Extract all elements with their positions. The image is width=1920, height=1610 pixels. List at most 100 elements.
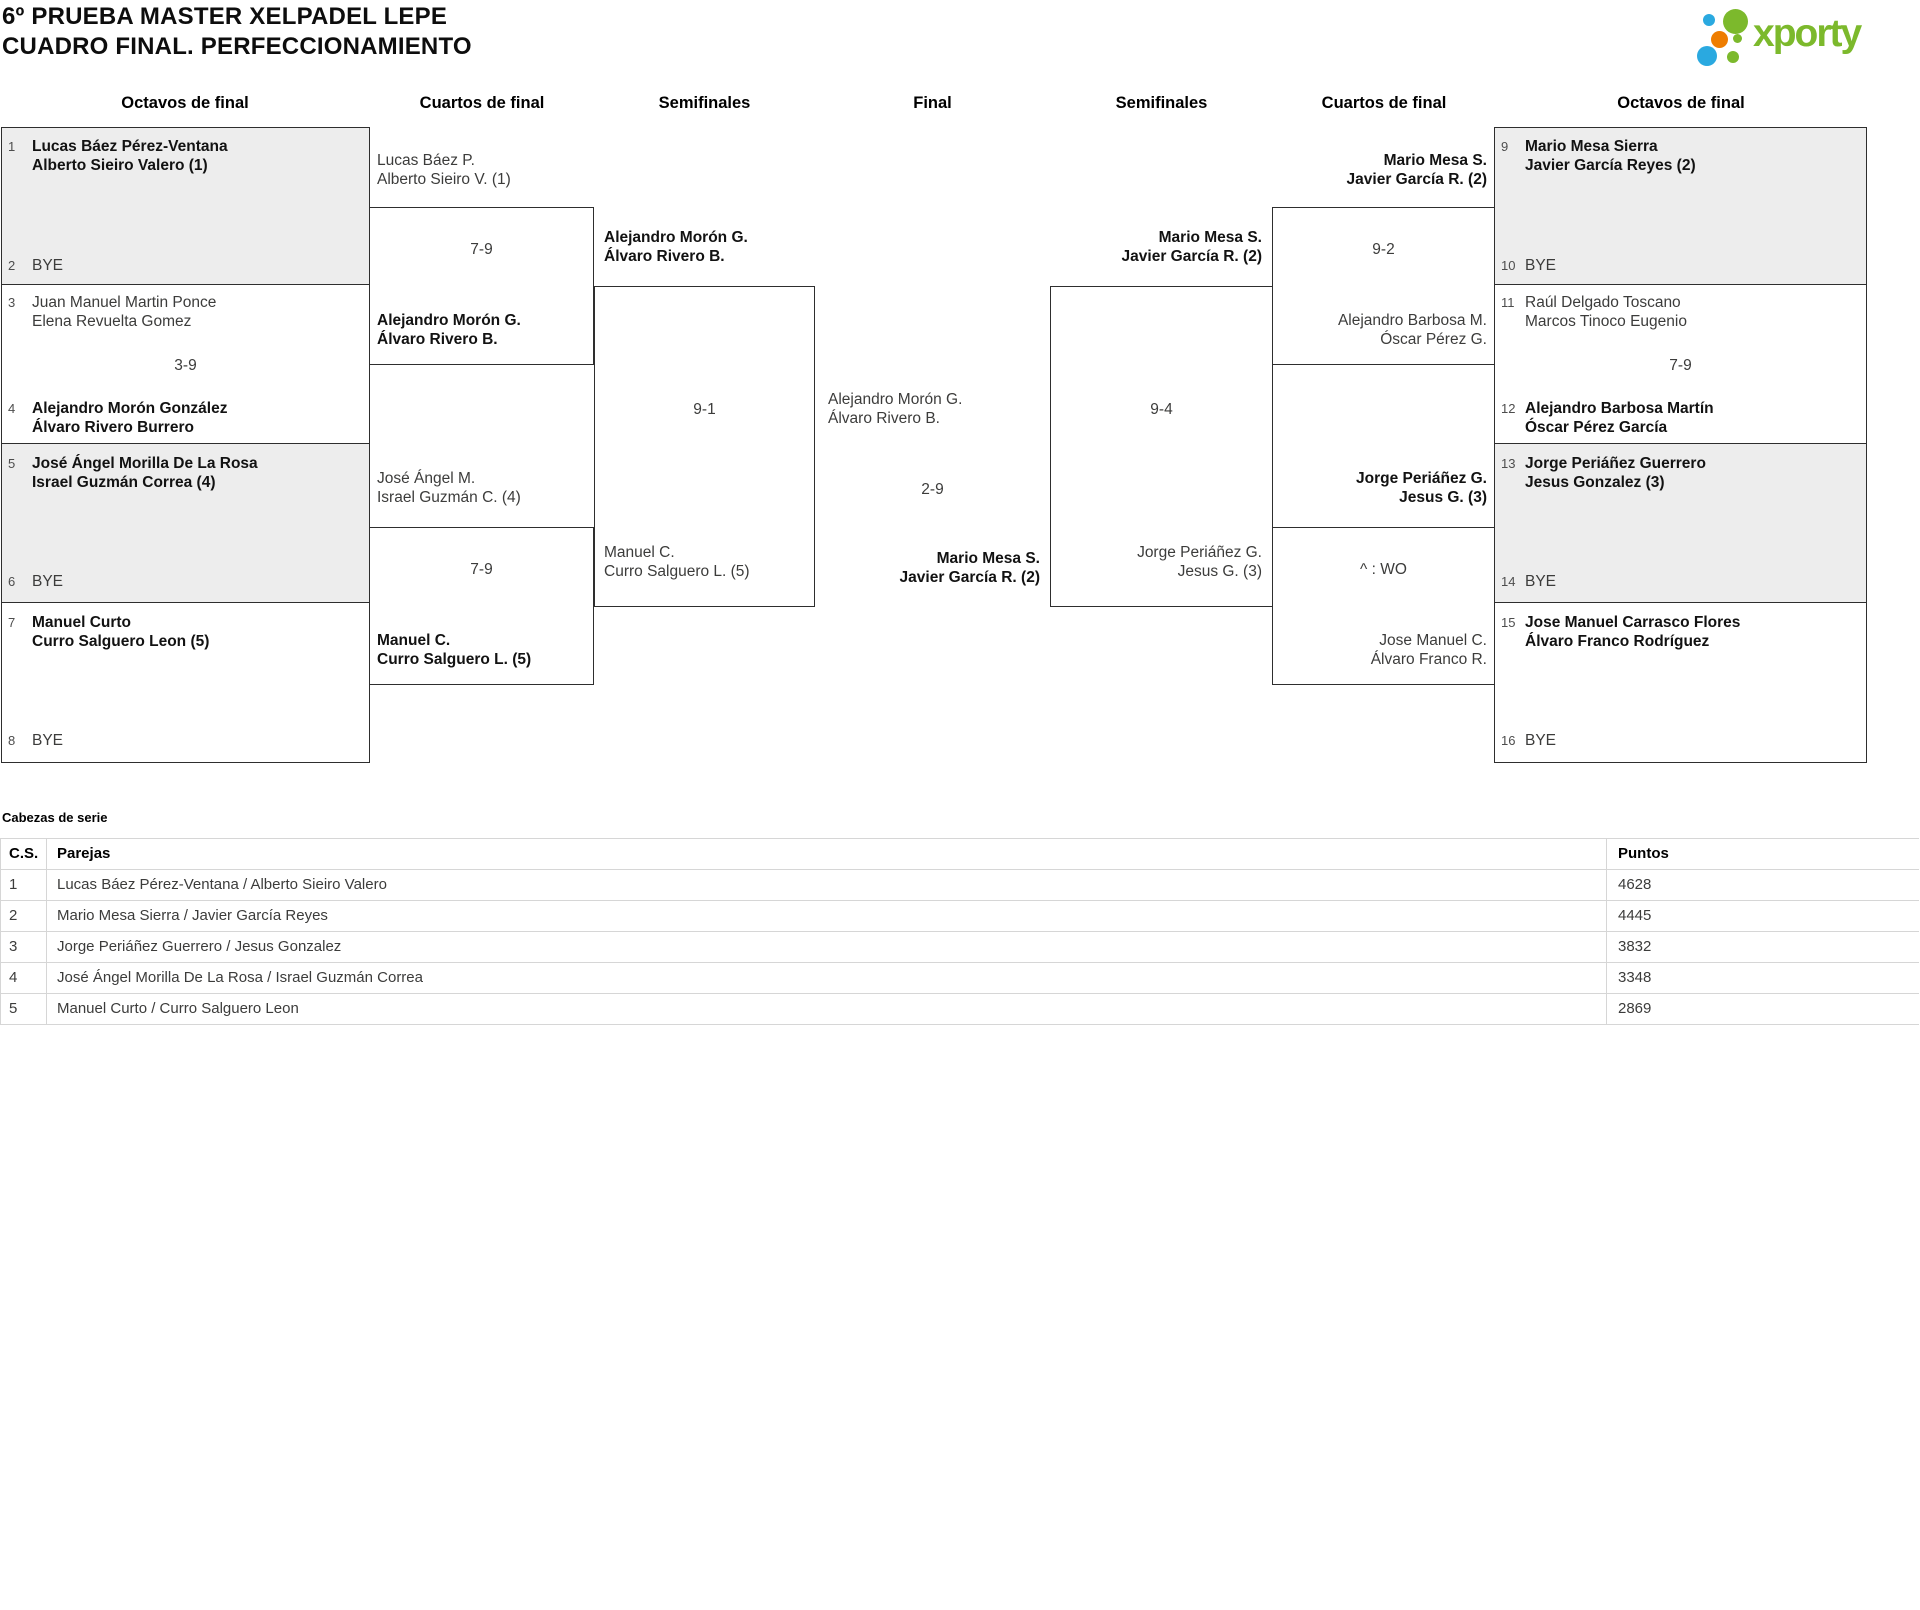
pair-name: Óscar Pérez García: [1525, 419, 1668, 436]
pair-name: Jose Manuel Carrasco Flores: [1525, 614, 1741, 631]
score-sf-right: 9-4: [1150, 401, 1173, 418]
pair-name: Álvaro Rivero B.: [604, 248, 725, 265]
score-oct-left: 3-9: [174, 357, 197, 374]
sf-right-pair2: Jorge Periáñez G. Jesus G. (3): [1137, 543, 1262, 581]
round-header-cuartos-right: Cuartos de final: [1321, 94, 1447, 112]
match-box-sf-left: [594, 286, 815, 607]
pair-name: Álvaro Rivero Burrero: [32, 419, 194, 436]
pair-name: Curro Salguero L. (5): [377, 651, 532, 668]
qf-right-top-pair2: Alejandro Barbosa M. Óscar Pérez G.: [1338, 311, 1487, 349]
final-pair1: Alejandro Morón G. Álvaro Rivero B.: [828, 390, 962, 428]
pair-name: Lucas Báez P.: [377, 152, 475, 169]
match-box-oct-7-8: [1, 602, 370, 763]
bracket-entry-6: 6 BYE: [8, 572, 63, 591]
pair-name: Curro Salguero L. (5): [604, 563, 750, 580]
seed-pair: Manuel Curto / Curro Salguero Leon: [57, 1000, 299, 1017]
pair-name: Curro Salguero Leon (5): [32, 633, 210, 650]
table-column-divider: [1606, 839, 1607, 1025]
pair-name: Marcos Tinoco Eugenio: [1525, 313, 1687, 330]
pair-name: Óscar Pérez G.: [1380, 331, 1487, 348]
round-header-semis-right: Semifinales: [1115, 94, 1208, 112]
round-header-semis-left: Semifinales: [658, 94, 751, 112]
seeding-row-3: 3 Jorge Periáñez Guerrero / Jesus Gonzal…: [1, 932, 1919, 963]
pair-name: Manuel C.: [377, 632, 451, 649]
bracket-entry-10: 10 BYE: [1501, 256, 1556, 275]
page-title: 6º PRUEBA MASTER XELPADEL LEPE CUADRO FI…: [2, 2, 472, 62]
pair-name: Javier García Reyes (2): [1525, 157, 1696, 174]
logo-dot-green-large-icon: [1723, 9, 1748, 34]
score-sf-left: 9-1: [693, 401, 716, 418]
qf-left-bottom-pair1: José Ángel M. Israel Guzmán C. (4): [377, 469, 521, 507]
pair-name: Jorge Periáñez G.: [1356, 470, 1487, 487]
xporty-logo[interactable]: xporty: [1690, 6, 1900, 68]
bye-label: BYE: [1525, 732, 1557, 749]
pair-name: Alberto Sieiro Valero (1): [32, 157, 208, 174]
pair-name: Israel Guzmán C. (4): [377, 489, 521, 506]
pair-name: Mario Mesa S.: [936, 550, 1040, 567]
seed-points: 3832: [1618, 938, 1652, 955]
seeding-header-parejas: Parejas: [57, 845, 111, 862]
qf-left-bottom-pair2: Manuel C. Curro Salguero L. (5): [377, 631, 531, 669]
score-final: 2-9: [921, 481, 944, 498]
logo-dot-green-small-icon: [1727, 51, 1739, 63]
entry-number: 2: [8, 258, 16, 273]
sf-left-pair2: Manuel C. Curro Salguero L. (5): [604, 543, 750, 581]
bracket-entry-8: 8 BYE: [8, 731, 63, 750]
pair-name: Álvaro Franco R.: [1370, 651, 1487, 668]
pair-name: Javier García R. (2): [899, 569, 1040, 586]
seeding-header-puntos: Puntos: [1618, 845, 1669, 862]
pair-name: Jose Manuel C.: [1379, 632, 1487, 649]
entry-number: 4: [8, 401, 16, 416]
pair-name: Javier García R. (2): [1346, 171, 1487, 188]
pair-name: Alejandro Morón G.: [604, 229, 748, 246]
qf-right-top-pair1: Mario Mesa S. Javier García R. (2): [1347, 151, 1487, 189]
pair-name: Manuel Curto: [32, 614, 132, 631]
seeding-row-2: 2 Mario Mesa Sierra / Javier García Reye…: [1, 901, 1919, 932]
pair-name: Elena Revuelta Gomez: [32, 313, 192, 330]
pair-name: Mario Mesa S.: [1158, 229, 1262, 246]
bye-label: BYE: [32, 257, 64, 274]
seeding-row-1: 1 Lucas Báez Pérez-Ventana / Alberto Sie…: [1, 870, 1919, 901]
pair-name: Mario Mesa Sierra: [1525, 138, 1658, 155]
bye-label: BYE: [1525, 573, 1557, 590]
entry-number: 1: [8, 139, 16, 154]
logo-dot-orange-icon: [1711, 31, 1728, 48]
match-box-oct-9-10: [1494, 127, 1867, 285]
seed-pair: Jorge Periáñez Guerrero / Jesus Gonzalez: [57, 938, 342, 955]
bracket-entry-2: 2 BYE: [8, 256, 63, 275]
pair-name: José Ángel M.: [377, 470, 476, 487]
qf-right-bottom-pair2: Jose Manuel C. Álvaro Franco R.: [1371, 631, 1487, 669]
match-box-oct-3-4: [1, 284, 370, 444]
score-qf-right-top: 9-2: [1372, 241, 1395, 258]
match-box-qf-left-bottom: [369, 527, 594, 685]
seed-points: 3348: [1618, 969, 1652, 986]
bye-label: BYE: [1525, 257, 1557, 274]
sf-right-pair1: Mario Mesa S. Javier García R. (2): [1122, 228, 1262, 266]
seed-points: 4628: [1618, 876, 1652, 893]
score-qf-left-top: 7-9: [470, 241, 493, 258]
bye-label: BYE: [32, 573, 64, 590]
pair-name: Alejandro Morón G.: [377, 312, 521, 329]
entry-number: 15: [1501, 615, 1516, 630]
pair-name: Jesus G. (3): [1399, 489, 1487, 506]
round-header-octavos-left: Octavos de final: [121, 94, 249, 112]
final-pair2-champion: Mario Mesa S. Javier García R. (2): [900, 549, 1040, 587]
logo-dot-blue-small-icon: [1703, 14, 1715, 26]
seed-pair: Lucas Báez Pérez-Ventana / Alberto Sieir…: [57, 876, 387, 893]
match-box-oct-1-2: [1, 127, 370, 285]
round-header-final: Final: [913, 94, 952, 112]
match-box-oct-15-16: [1494, 602, 1867, 763]
pair-name: Jesus Gonzalez (3): [1525, 474, 1665, 491]
seeding-header-row: C.S. Parejas Puntos: [1, 839, 1919, 870]
sf-left-pair1: Alejandro Morón G. Álvaro Rivero B.: [604, 228, 748, 266]
pair-name: Jorge Periáñez Guerrero: [1525, 455, 1706, 472]
seed-number: 2: [9, 907, 18, 924]
match-box-oct-11-12: [1494, 284, 1867, 444]
seed-points: 2869: [1618, 1000, 1652, 1017]
